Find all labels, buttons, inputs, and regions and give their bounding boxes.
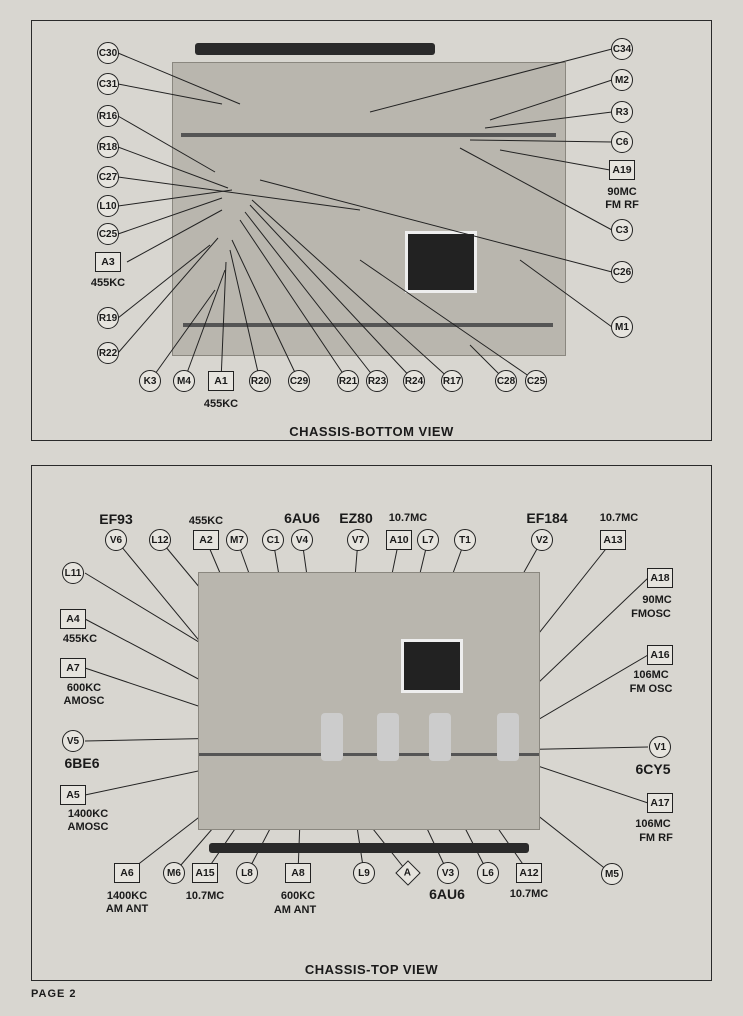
note-a12-freq: 10.7MC — [509, 888, 549, 900]
label-a6: A6 — [114, 863, 140, 883]
label-m7: M7 — [226, 529, 248, 551]
label-r24: R24 — [403, 370, 425, 392]
label-m2: M2 — [611, 69, 633, 91]
note-a5-freq: 1400KC — [67, 808, 109, 820]
label-r23: R23 — [366, 370, 388, 392]
bottom-panel-title: CHASSIS-BOTTOM VIEW — [289, 424, 454, 439]
note-a16-band: FM OSC — [629, 683, 673, 695]
note-a13-freq: 10.7MC — [599, 512, 639, 524]
label-c34: C34 — [611, 38, 633, 60]
note-a6-freq: 1400KC — [106, 890, 148, 902]
tube-6au6-top: 6AU6 — [284, 510, 320, 526]
label-r20: R20 — [249, 370, 271, 392]
note-a6-band: AM ANT — [105, 903, 149, 915]
note-a17-band: FM RF — [639, 832, 673, 844]
tube-ef184: EF184 — [526, 510, 568, 526]
label-c27: C27 — [97, 166, 119, 188]
note-a17-freq: 106MC — [635, 818, 671, 830]
label-v4: V4 — [291, 529, 313, 551]
label-a10: A10 — [386, 530, 412, 550]
label-v5: V5 — [62, 730, 84, 752]
note-a18-band: FMOSC — [631, 608, 671, 620]
label-c25-bottom: C25 — [525, 370, 547, 392]
label-c3: C3 — [611, 219, 633, 241]
label-l10: L10 — [97, 195, 119, 217]
label-m4: M4 — [173, 370, 195, 392]
label-c1: C1 — [262, 529, 284, 551]
label-r18: R18 — [97, 136, 119, 158]
label-a8: A8 — [285, 863, 311, 883]
label-l11: L11 — [62, 562, 84, 584]
label-l8: L8 — [236, 862, 258, 884]
label-c28: C28 — [495, 370, 517, 392]
label-v2: V2 — [531, 529, 553, 551]
chassis-bottom-panel — [31, 20, 712, 441]
note-a7-band: AMOSC — [63, 695, 105, 707]
label-r17: R17 — [441, 370, 463, 392]
tube-6cy5: 6CY5 — [635, 761, 671, 777]
top-panel-title: CHASSIS-TOP VIEW — [304, 962, 439, 977]
label-a3: A3 — [95, 252, 121, 272]
chassis-top-panel — [31, 465, 712, 981]
label-k3: K3 — [139, 370, 161, 392]
label-r21: R21 — [337, 370, 359, 392]
note-a5-band: AMOSC — [67, 821, 109, 833]
label-t1: T1 — [454, 529, 476, 551]
label-a4: A4 — [60, 609, 86, 629]
note-a15-freq: 10.7MC — [185, 890, 225, 902]
label-m1: M1 — [611, 316, 633, 338]
note-a19-freq: 90MC — [607, 186, 637, 198]
label-r22: R22 — [97, 342, 119, 364]
label-a5: A5 — [60, 785, 86, 805]
label-r19: R19 — [97, 307, 119, 329]
note-a16-freq: 106MC — [633, 669, 669, 681]
label-l6: L6 — [477, 862, 499, 884]
label-a15: A15 — [192, 863, 218, 883]
label-a16: A16 — [647, 645, 673, 665]
label-a13: A13 — [600, 530, 626, 550]
note-a4-freq: 455KC — [62, 633, 98, 645]
label-v7: V7 — [347, 529, 369, 551]
page-number: PAGE 2 — [31, 988, 77, 1000]
label-a-text: A — [404, 867, 412, 879]
label-r16: R16 — [97, 105, 119, 127]
label-a19: A19 — [609, 160, 635, 180]
label-a1: A1 — [208, 371, 234, 391]
label-a2: A2 — [193, 530, 219, 550]
label-c30: C30 — [97, 42, 119, 64]
label-a7: A7 — [60, 658, 86, 678]
label-m6: M6 — [163, 862, 185, 884]
note-a3-freq: 455KC — [90, 277, 126, 289]
label-c6: C6 — [611, 131, 633, 153]
chassis-bottom-photo — [172, 43, 566, 356]
note-a2-freq: 455KC — [188, 515, 224, 527]
note-a8-band: AM ANT — [273, 904, 317, 916]
label-l7: L7 — [417, 529, 439, 551]
label-a18: A18 — [647, 568, 673, 588]
tube-ef93: EF93 — [99, 511, 133, 527]
note-a1-freq: 455KC — [203, 398, 239, 410]
label-c31: C31 — [97, 73, 119, 95]
label-c25-left: C25 — [97, 223, 119, 245]
chassis-top-photo — [198, 572, 540, 853]
label-r3: R3 — [611, 101, 633, 123]
label-l9: L9 — [353, 862, 375, 884]
label-c26: C26 — [611, 261, 633, 283]
label-c29: C29 — [288, 370, 310, 392]
label-v1: V1 — [649, 736, 671, 758]
label-l12: L12 — [149, 529, 171, 551]
label-a17: A17 — [647, 793, 673, 813]
note-a10-freq: 10.7MC — [388, 512, 428, 524]
label-m5: M5 — [601, 863, 623, 885]
tube-6au6-bottom: 6AU6 — [429, 886, 465, 902]
label-a12: A12 — [516, 863, 542, 883]
note-a8-freq: 600KC — [280, 890, 316, 902]
note-a18-freq: 90MC — [642, 594, 672, 606]
note-a7-freq: 600KC — [66, 682, 102, 694]
note-a19-band: FM RF — [605, 199, 639, 211]
label-v6: V6 — [105, 529, 127, 551]
label-v3: V3 — [437, 862, 459, 884]
tube-ez80: EZ80 — [339, 510, 373, 526]
tube-6be6: 6BE6 — [64, 755, 100, 771]
